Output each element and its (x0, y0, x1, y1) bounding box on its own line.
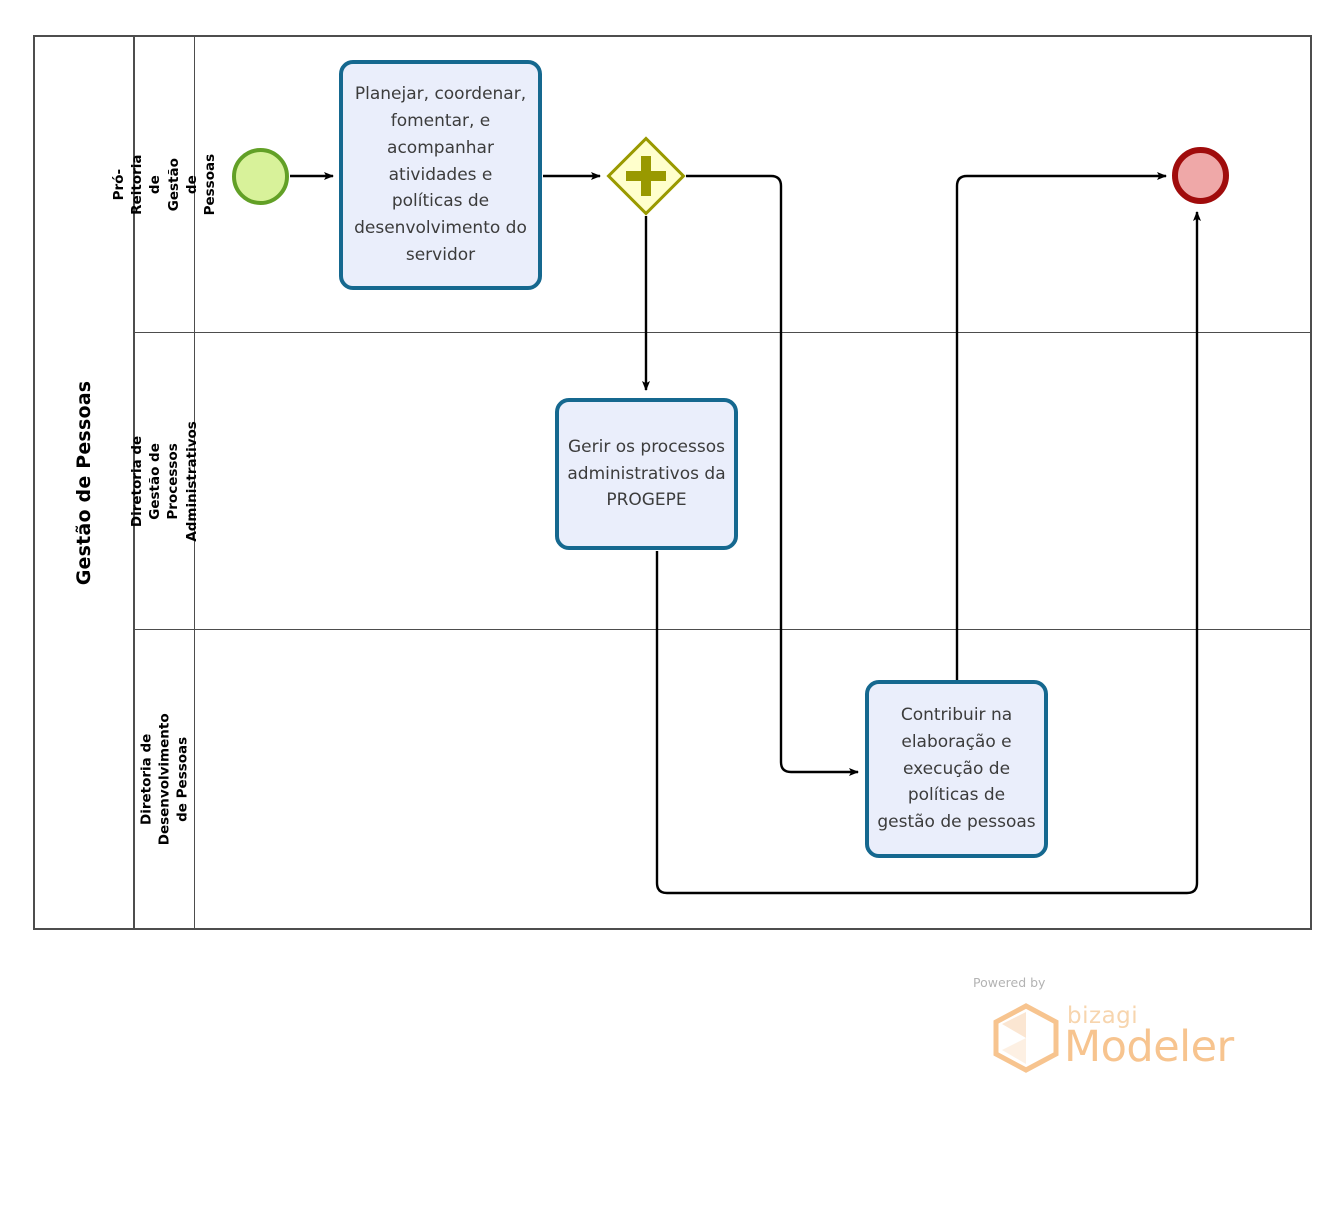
task-gerir-processos-administrativos[interactable]: Gerir os processos administrativos da PR… (555, 398, 738, 550)
pool-title: Gestão de Pessoas (73, 380, 96, 585)
watermark-product-label: Modeler (1064, 1022, 1234, 1072)
lane-header-2: Diretoria de Gestão de Processos Adminis… (129, 333, 200, 629)
lane-header-3: Diretoria de Desenvolvimento de Pessoas (135, 630, 195, 928)
task-2-label: Gerir os processos administrativos da PR… (567, 436, 726, 511)
end-event[interactable] (1172, 147, 1229, 204)
task-planejar-coordenar[interactable]: Planejar, coordenar, fomentar, e acompan… (339, 60, 542, 290)
lane-title-3: Diretoria de Desenvolvimento de Pessoas (138, 713, 191, 845)
lane-title-2: Diretoria de Gestão de Processos Adminis… (129, 420, 200, 542)
bizagi-watermark: Powered by bizagi Modeler (965, 975, 1255, 1075)
watermark-powered-by-label: Powered by (973, 975, 1046, 990)
parallel-gateway-icon-vertical (641, 156, 651, 196)
lane-header-1: Pró-Reitoria de Gestão de Pessoas (111, 37, 218, 332)
task-3-label: Contribuir na elaboração e execução de p… (877, 704, 1036, 833)
start-event[interactable] (232, 148, 289, 205)
parallel-gateway[interactable] (606, 136, 686, 216)
lane-title-1: Pró-Reitoria de Gestão de Pessoas (110, 153, 218, 216)
task-1-label: Planejar, coordenar, fomentar, e acompan… (354, 83, 527, 266)
watermark-brand-label: bizagi (1067, 1003, 1139, 1029)
lane-diretoria-de-desenvolvimento-de-pessoas[interactable]: Diretoria de Desenvolvimento de Pessoas (135, 629, 1312, 928)
lane-pro-reitoria-de-gestao-de-pessoas[interactable]: Pró-Reitoria de Gestão de Pessoas (111, 37, 1312, 332)
bizagi-hexagon-icon (993, 1003, 1059, 1073)
pool-header: Gestão de Pessoas (35, 37, 135, 928)
task-contribuir-elaboracao-politicas[interactable]: Contribuir na elaboração e execução de p… (865, 680, 1048, 858)
